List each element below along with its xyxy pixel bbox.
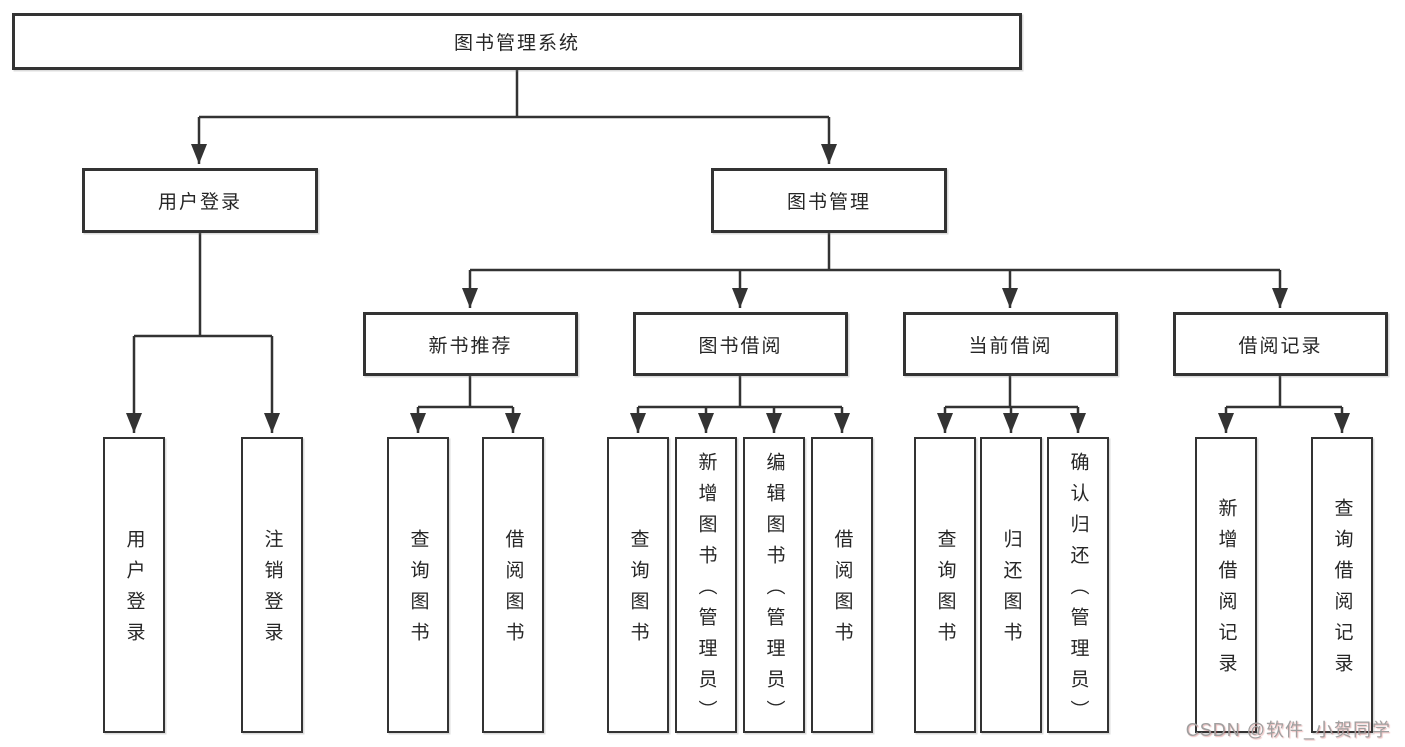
node-root-label: 图书管理系统: [453, 33, 580, 54]
leaf-logout-login: 注销登录: [241, 437, 303, 733]
node-book-borrowing-label: 图书借阅: [698, 335, 783, 357]
leaf-current-return-books-label: 归还图书: [1000, 529, 1022, 653]
leaf-borrow-borrow-books-label: 借阅图书: [831, 529, 853, 653]
leaf-current-query-books: 查询图书: [914, 437, 976, 733]
node-book-management-label: 图书管理: [786, 192, 871, 213]
leaf-user-login-label: 用户登录: [123, 529, 145, 653]
csdn-watermark: CSDN @软件_小贺同学: [1185, 720, 1391, 740]
leaf-borrow-edit-books-admin: 编辑图书（管理员）: [743, 437, 805, 733]
leaf-records-add-borrow-record-label: 新增借阅记录: [1215, 498, 1237, 684]
node-current-borrowing-label: 当前借阅: [968, 335, 1053, 357]
leaf-records-query-borrow-record-label: 查询借阅记录: [1331, 498, 1353, 684]
leaf-current-confirm-return-admin-label: 确认归还（管理员）: [1067, 451, 1089, 731]
leaf-borrow-edit-books-admin-label: 编辑图书（管理员）: [763, 451, 785, 731]
leaf-records-add-borrow-record: 新增借阅记录: [1195, 437, 1257, 733]
leaf-current-confirm-return-admin: 确认归还（管理员）: [1047, 437, 1109, 733]
leaf-logout-login-label: 注销登录: [261, 529, 283, 653]
leaf-newbook-query-books-label: 查询图书: [407, 529, 429, 653]
leaf-current-return-books: 归还图书: [980, 437, 1042, 733]
leaf-current-query-books-label: 查询图书: [934, 529, 956, 653]
leaf-newbook-borrow-books: 借阅图书: [482, 437, 544, 733]
leaf-newbook-borrow-books-label: 借阅图书: [502, 529, 524, 653]
node-book-management: 图书管理: [711, 168, 947, 233]
node-user-login-label: 用户登录: [157, 192, 242, 213]
leaf-user-login: 用户登录: [103, 437, 165, 733]
node-new-book-recommend-label: 新书推荐: [428, 335, 513, 357]
leaf-borrow-query-books: 查询图书: [607, 437, 669, 733]
node-book-borrowing: 图书借阅: [633, 312, 848, 376]
leaf-borrow-add-books-admin: 新增图书（管理员）: [675, 437, 737, 733]
node-borrowing-records-label: 借阅记录: [1238, 335, 1323, 357]
node-root: 图书管理系统: [12, 13, 1022, 70]
node-new-book-recommend: 新书推荐: [363, 312, 578, 376]
node-borrowing-records: 借阅记录: [1173, 312, 1388, 376]
leaf-borrow-add-books-admin-label: 新增图书（管理员）: [695, 451, 717, 731]
node-current-borrowing: 当前借阅: [903, 312, 1118, 376]
leaf-records-query-borrow-record: 查询借阅记录: [1311, 437, 1373, 733]
node-user-login: 用户登录: [82, 168, 318, 233]
leaf-newbook-query-books: 查询图书: [387, 437, 449, 733]
leaf-borrow-query-books-label: 查询图书: [627, 529, 649, 653]
leaf-borrow-borrow-books: 借阅图书: [811, 437, 873, 733]
